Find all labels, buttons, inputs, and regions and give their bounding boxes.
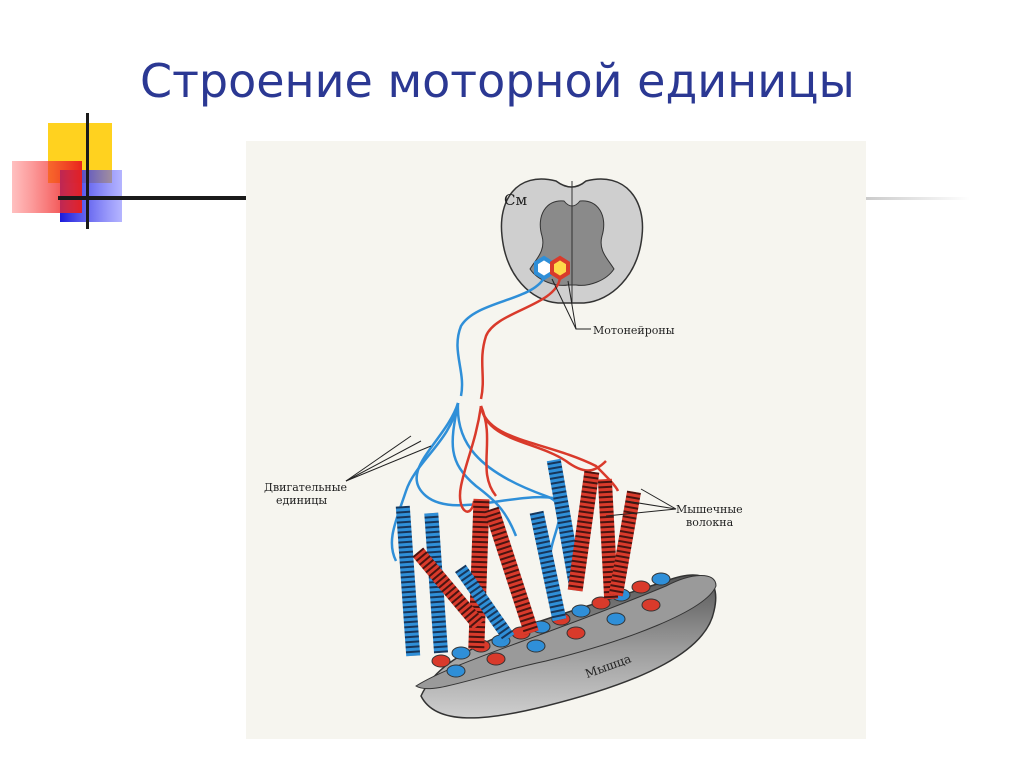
motoneurons-label: Мотонейроны <box>593 324 675 337</box>
spinal-cord-label: См <box>504 191 527 209</box>
motor-units-label-1: Двигательные <box>264 481 347 494</box>
muscle-fibers <box>395 458 641 657</box>
motor-axons <box>390 277 620 562</box>
title-divider <box>58 196 248 200</box>
red-motoneuron <box>550 255 570 281</box>
muscle-fibers-label-1: Мышечные <box>676 503 743 516</box>
motor-unit-illustration: См Мотонейроны Двигательные единицы Мыше… <box>264 178 743 719</box>
decorative-squares <box>12 113 122 229</box>
leader-lines <box>345 278 677 517</box>
motor-units-label-2: единицы <box>276 494 327 507</box>
muscle-fibers-label-2: волокна <box>686 516 734 529</box>
blue-motoneuron <box>534 255 554 281</box>
page-title: Строение моторной единицы <box>140 54 855 108</box>
title-divider-fade <box>860 197 970 200</box>
motor-unit-diagram: См Мотонейроны Двигательные единицы Мыше… <box>246 141 866 739</box>
